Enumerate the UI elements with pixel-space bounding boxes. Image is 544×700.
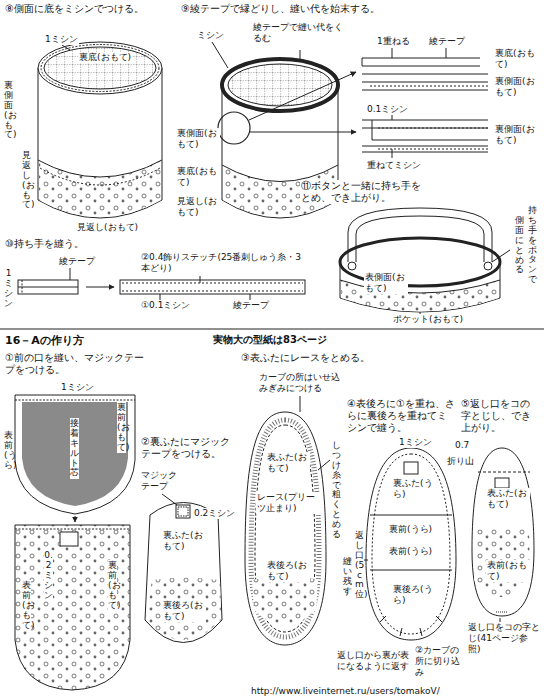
vertical-label: 返し口(5cm位) [355, 530, 364, 601]
part-label: 0.2ミシン [193, 508, 236, 519]
part-label: 1ミシン [398, 437, 433, 448]
part-label: ②0.4飾りステッチ(25番刺しゅう糸・3本どり) [140, 252, 307, 274]
step-heading: ④表後ろに①を重ね、さらに裏後ろを重ねてミシンで縫う。 [346, 398, 456, 434]
part-label: 裏後ろ(おもて) [162, 600, 206, 622]
part-label: 裏側面(おもて) [494, 76, 540, 98]
part-label: 綾テープ [58, 256, 96, 267]
part-label: 裏ふた(うら) [392, 478, 434, 500]
part-label: 綾テープ [232, 300, 270, 311]
step-heading: ①前の口を縫い、マジックテープをつける。 [4, 352, 146, 376]
step-heading: ⑤返し口をコの字とじし、でき上がり。 [460, 398, 540, 434]
vertical-label: 裏前(おもて) [117, 402, 126, 453]
part-label: 綾テープ [428, 36, 466, 47]
part-label: ①0.1ミシン [140, 300, 191, 311]
basket-figure [38, 42, 162, 218]
part-label: 表ふた(おもて) [486, 488, 530, 510]
vertical-label: 0.2ミシン [44, 550, 53, 601]
step-heading: ③表ふたにレースをとめる。 [240, 352, 371, 364]
part-label: 裏底(おもて) [494, 48, 540, 70]
vertical-label: 接着キルト芯 [70, 418, 79, 479]
step-heading: ⑩持ち手を縫う。 [4, 238, 85, 250]
vertical-label: 表前(うら) [4, 430, 13, 472]
basket-figure [340, 208, 510, 318]
step-heading: 実物大の型紙は83ページ [212, 334, 328, 346]
part-label: 返し口から裏が表になるように返す [336, 650, 412, 672]
part-label: 見返し(おもて) [76, 222, 139, 233]
part-label: 0.1ミシン [366, 104, 409, 115]
part-label: 1ミシン [44, 34, 79, 45]
part-label: 裏前(うら) [388, 524, 433, 535]
part-label: 表側面(おもて) [364, 272, 408, 294]
part-label: 重ねてミシン [366, 160, 422, 171]
finished-case [472, 448, 534, 622]
part-label: 裏側面(おもて) [494, 124, 540, 146]
step-heading: ⑧側面に底をミシンでつける。 [4, 3, 145, 15]
part-label: ②カーブの所に切り込み [414, 645, 466, 677]
layered-piece [359, 448, 456, 640]
step-heading: 16－Aの作り方 [4, 334, 85, 347]
part-label: 裏ふた(おもて) [162, 530, 206, 552]
part-label: 表後ろ(おもて) [266, 560, 310, 582]
part-label: 裏後ろ(うら) [392, 584, 434, 606]
vertical-label: 裏側面(おもて) [4, 80, 13, 141]
part-label: 表ふた(おもて) [266, 452, 310, 474]
part-label: 1ミシン [60, 382, 95, 393]
front-piece [15, 395, 135, 690]
step-heading: ⑪ボタンと一緒に持ち手をとめ、でき上がり。 [300, 180, 424, 204]
step-heading: ②裏ふたにマジックテープをつける。 [140, 436, 238, 460]
part-label: 見返し(おもて) [176, 196, 220, 218]
vertical-label: 持ち手をボタンで [528, 205, 537, 286]
vertical-label: 1ミシン [4, 268, 13, 310]
vertical-label: 側面にとめる [515, 215, 524, 276]
part-label: カーブの所はいせ込みぎみにつける [258, 372, 345, 394]
lid-piece [245, 396, 330, 645]
vertical-label: しつけ糸で粗くとめる [332, 440, 341, 541]
part-label: ミシン [196, 30, 225, 41]
part-label: 裏底(おもて) [176, 166, 220, 188]
part-label: 綾テープで縫い代をくるむ [252, 22, 349, 44]
vertical-label: 縫い残す [343, 556, 352, 598]
vertical-label: 表前(おもて) [22, 580, 31, 631]
step-heading: ⑨綾テープで縁どりし、縫い代を始末する。 [180, 3, 381, 15]
part-label: 0.7 [454, 440, 470, 451]
part-label: 裏側面(おもて) [176, 128, 220, 150]
part-label: 表前(うら) [388, 546, 433, 557]
vertical-label: 見返し(おもて) [22, 150, 31, 211]
part-label: 返し口をコの字とじ(41ページ参照) [467, 622, 541, 654]
tape-detail [362, 48, 488, 90]
part-label: 裏底(おもて) [78, 52, 132, 63]
part-label: レース(プリーツ止まり) [256, 492, 322, 514]
part-label: ポケット(おもて) [392, 314, 464, 325]
tape-detail [362, 114, 488, 158]
part-label: 折り山 [446, 456, 475, 467]
part-label: マジックテープ [140, 470, 182, 492]
part-label: http://www.liveinternet.ru/users/tomakoV… [250, 686, 441, 697]
vertical-label: 裏前(おもて) [108, 560, 117, 611]
part-label: 表前(おもて) [486, 560, 530, 582]
part-label: 1重ねる [376, 36, 411, 47]
